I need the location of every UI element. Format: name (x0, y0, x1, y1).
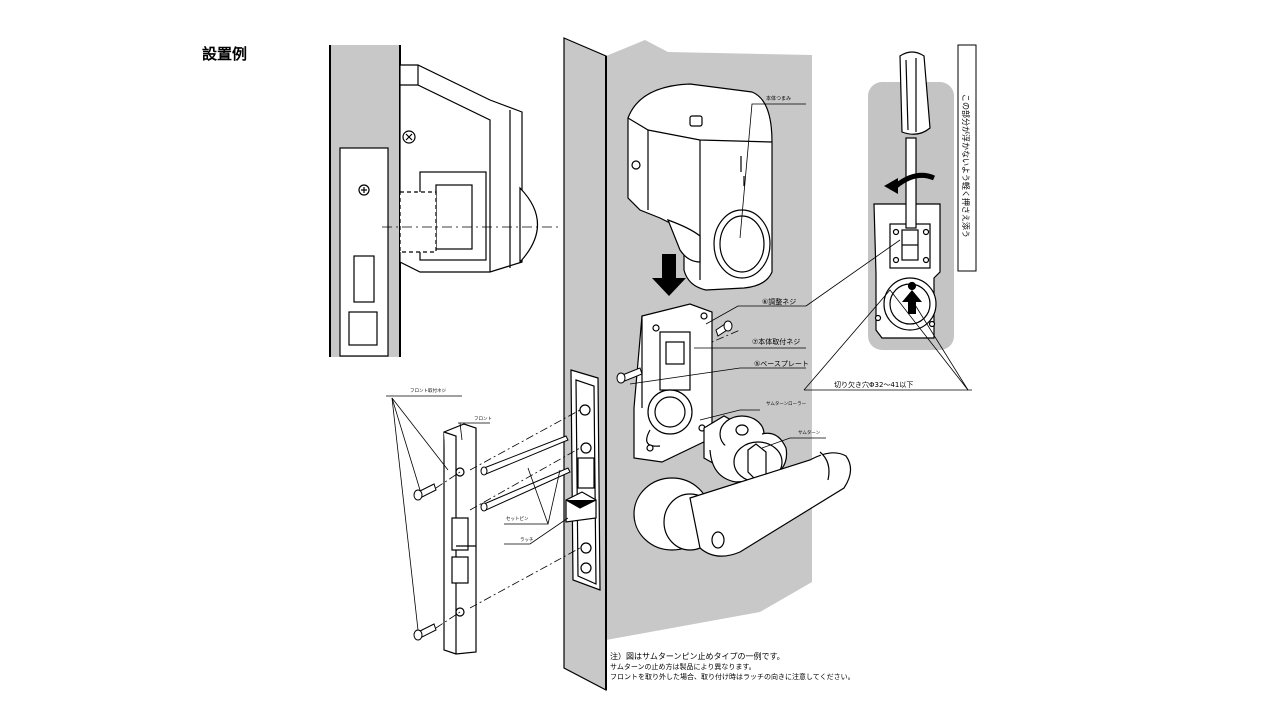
screwdriver-icon (899, 51, 931, 229)
label-press-instruction: この部分が浮かないよう軽く押さえ添う (961, 94, 971, 238)
adjust-screws (616, 320, 733, 384)
label-cutout-size: 切り欠き穴Φ32～41以下 (834, 380, 913, 389)
notes-block: 注）図はサムターンピン止めタイプの一例です。 サムターンの止め方は製品により異な… (610, 652, 855, 682)
screw-icon (413, 483, 437, 501)
thumbturn-assembly (703, 415, 788, 483)
leader-lines (386, 103, 972, 631)
label-adjust-screw: ⑥調整ネジ (762, 297, 796, 306)
label-base-plate: ⑤ベースプレート (754, 360, 809, 368)
label-front: フロント (474, 416, 492, 422)
label-body-mount-screw: ⑦本体取付ネジ (752, 337, 800, 346)
label-latch: ラッチ (520, 537, 534, 543)
down-arrow-icon (652, 254, 686, 296)
lever-handle (633, 451, 852, 557)
page-title: 設置例 (202, 45, 248, 63)
callout-labels: 本体つまみ ⑥調整ネジ ⑦本体取付ネジ ⑤ベースプレート 切り欠き穴Φ32～41… (410, 94, 971, 543)
label-front-mount-screw: フロント取付ネジ (410, 387, 446, 394)
lock-body (627, 83, 773, 291)
label-thumbturn: サムターン (798, 429, 821, 436)
front-plate (443, 423, 477, 655)
base-plate (633, 303, 713, 463)
set-pins (480, 435, 571, 512)
detail-panel (868, 44, 977, 350)
label-set-pin: セットピン (506, 516, 529, 522)
up-arrow-icon (902, 290, 922, 314)
label-thumbturn-roller: サムターンローラー (766, 400, 807, 407)
note-line: 注）図はサムターンピン止めタイプの一例です。 (610, 652, 785, 661)
rotate-arrow-icon (884, 172, 936, 194)
screw-icon (715, 320, 733, 337)
label-body-knob: 本体つまみ (766, 95, 791, 102)
cross-section-view (329, 45, 560, 357)
note-line: フロントを取り外した場合、取り付け時はラッチの向きに注意してください。 (610, 673, 855, 681)
note-line: サムターンの止め方は製品により異なります。 (610, 663, 756, 671)
front-screws (413, 483, 437, 641)
screw-icon (616, 367, 643, 384)
